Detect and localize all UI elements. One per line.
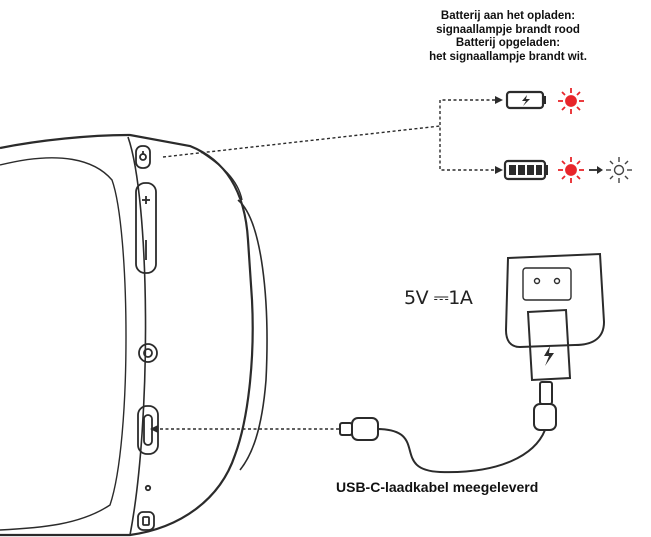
led-leader-lines	[162, 99, 495, 171]
arrow-head-charged	[495, 166, 503, 174]
red-light-icon	[558, 157, 584, 183]
headphone-earcup	[0, 133, 268, 537]
volume-rocker	[135, 182, 157, 274]
caption-charged-text: het signaallampje brandt wit.	[429, 50, 587, 63]
microphone-hole	[144, 484, 152, 492]
caption-charging-title: Batterij aan het opladen:	[440, 10, 576, 22]
led-status-caption: Batterij aan het opladen: signaallampje …	[392, 10, 624, 64]
arrow-head-usb	[150, 425, 158, 433]
cable-label: USB-C-laadkabel meegeleverd	[336, 479, 539, 495]
usb-c-cable	[339, 381, 557, 474]
bottom-button	[137, 511, 155, 531]
power-button	[135, 145, 151, 169]
arrow-right-icon	[589, 166, 603, 174]
red-light-icon	[558, 88, 584, 114]
white-light-icon	[606, 157, 632, 183]
caption-charging-text: signaallampje brandt rood	[436, 23, 580, 36]
caption-charged-title: Batterij opgeladen:	[455, 37, 561, 49]
battery-full-icon	[503, 159, 548, 181]
battery-charging-icon	[505, 90, 546, 110]
arrow-head-charging	[495, 96, 503, 104]
audio-jack	[138, 343, 158, 363]
charger-spec-label: 5V ⎓1A	[404, 287, 473, 309]
lightning-icon	[544, 346, 554, 366]
wall-charger	[504, 252, 606, 382]
